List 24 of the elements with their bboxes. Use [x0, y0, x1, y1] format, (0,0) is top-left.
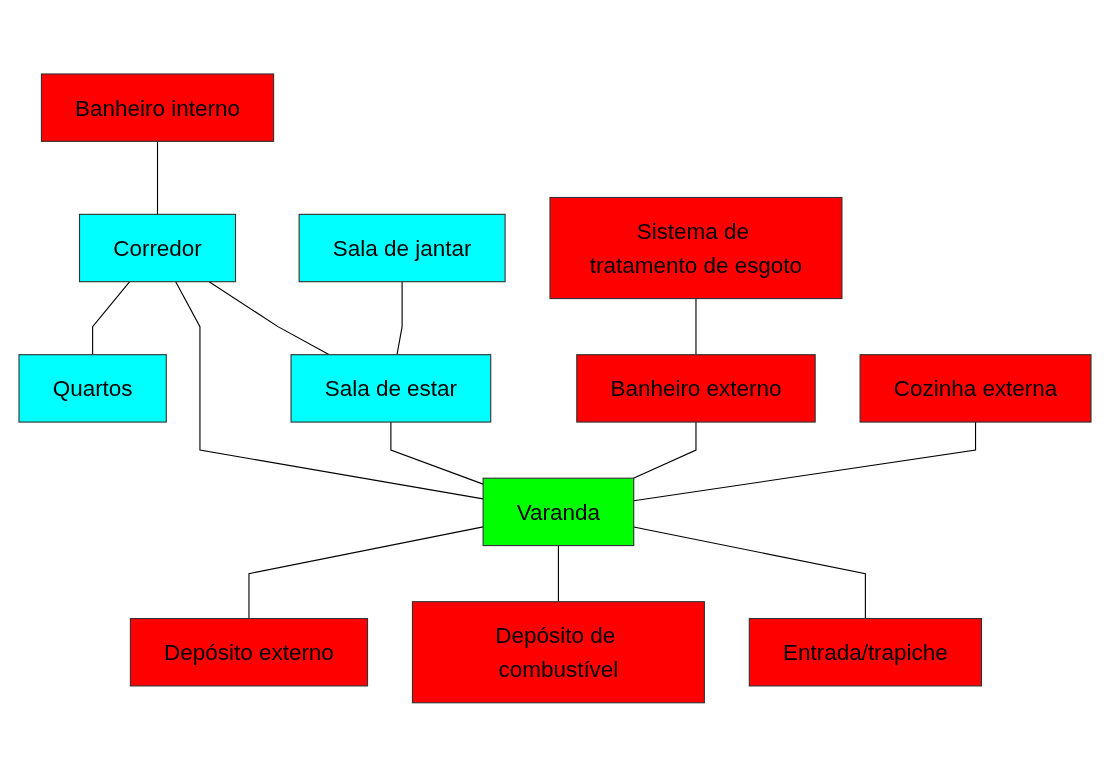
- connector: [557, 544, 559, 602]
- connector: [175, 280, 484, 500]
- connector: [632, 421, 697, 479]
- connector: [390, 421, 484, 485]
- node-box: Varanda: [482, 477, 635, 546]
- node-box: Sala de estar: [290, 353, 492, 423]
- node-box: Entrada/trapiche: [748, 617, 982, 687]
- node-box: Quartos: [18, 353, 167, 423]
- node-box: Corredor: [78, 213, 237, 282]
- node-box: Sistema de tratamento de esgoto: [549, 196, 843, 299]
- connector: [156, 140, 159, 215]
- connector: [695, 297, 697, 355]
- node-box: Banheiro externo: [576, 353, 816, 423]
- connector: [633, 526, 866, 619]
- node-box: Sala de jantar: [298, 213, 506, 282]
- connector: [248, 526, 484, 619]
- connector: [92, 280, 131, 355]
- connector: [396, 280, 403, 355]
- connector: [633, 421, 977, 501]
- node-box: Depósito externo: [129, 617, 369, 687]
- node-box: Banheiro interno: [40, 73, 275, 142]
- node-box: Cozinha externa: [859, 353, 1092, 423]
- connector: [208, 280, 330, 355]
- node-box: Depósito de combustível: [411, 600, 705, 703]
